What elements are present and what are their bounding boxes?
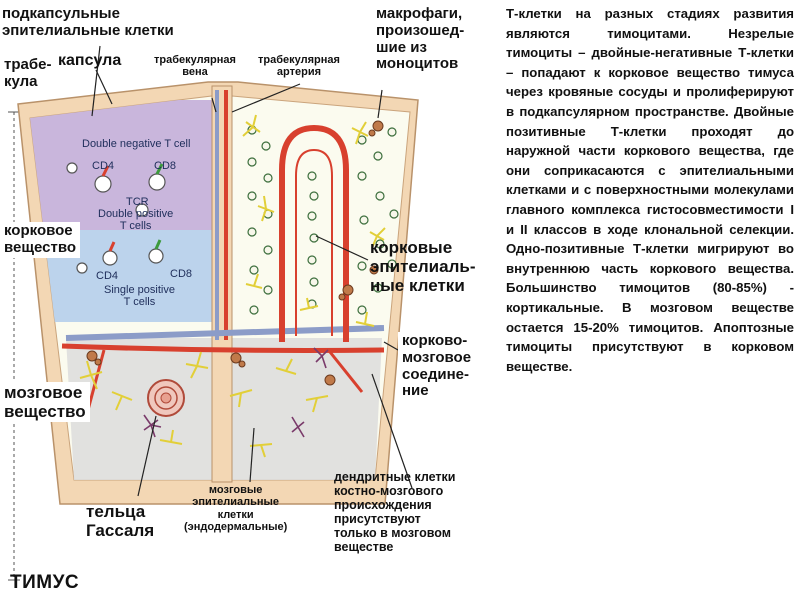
label-trabecular-vein: трабекулярная вена bbox=[154, 54, 236, 79]
macrophages-group bbox=[338, 120, 384, 301]
figure-label-double-positive: Double positive T cells bbox=[98, 208, 174, 233]
medullary-artery-1 bbox=[86, 349, 106, 411]
figure-label-cd4-bottom: CD4 bbox=[96, 270, 119, 282]
label-trabecula: трабе- кула bbox=[0, 56, 56, 92]
figure-label-double-negative: Double negative T cell bbox=[82, 138, 191, 150]
medullary-epithelial-cells bbox=[79, 351, 329, 458]
label-cortical-epithelial-cells: корковые эпителиаль- ные клетки bbox=[370, 238, 476, 296]
cortical-artery-loop bbox=[279, 124, 349, 342]
label-subcapsular-epithelial-cells: подкапсульные эпителиальные клетки bbox=[2, 5, 174, 39]
medullary-macrophages bbox=[86, 350, 336, 386]
double-positive-cells bbox=[66, 162, 166, 217]
cortical-epithelial-cells bbox=[242, 114, 386, 327]
label-corticomedullary-junction: корково- мозговое соедине- ние bbox=[398, 332, 476, 402]
cortical-artery-inner bbox=[295, 148, 333, 336]
hassall-corpuscle bbox=[147, 379, 185, 417]
figure-label-cd4-top: CD4 bbox=[92, 160, 115, 172]
callout-lines bbox=[91, 45, 413, 497]
single-positive-cells bbox=[76, 248, 164, 274]
receptor-markers bbox=[101, 163, 164, 252]
figure-label-single-positive: Single positive T cells bbox=[104, 284, 175, 309]
figure-label-tcr: TCR bbox=[126, 196, 149, 208]
double-negative-zone bbox=[30, 100, 212, 230]
label-trabecular-artery: трабекулярная артерия bbox=[258, 54, 340, 79]
figure-label-cd8-top: CD8 bbox=[154, 160, 177, 172]
label-capsule: капсула bbox=[58, 52, 122, 69]
scale-bar bbox=[8, 111, 20, 581]
label-medulla: мозговое вещество bbox=[0, 382, 90, 423]
label-macrophages: макрофаги, произошед- шие из моноцитов bbox=[376, 5, 465, 73]
label-hassall-corpuscles: тельца Гассаля bbox=[86, 502, 155, 541]
figure-label-cd8-bottom: CD8 bbox=[170, 268, 193, 280]
label-dendritic-cells: дендритные клетки костно-мозгового проис… bbox=[334, 470, 456, 554]
dendritic-cells bbox=[143, 347, 329, 438]
medullary-artery-2 bbox=[328, 351, 364, 393]
label-medullary-epithelial-cells: мозговые эпителиальные клетки (эндодерма… bbox=[184, 484, 288, 533]
diagram-title: ТИМУС bbox=[10, 572, 80, 593]
label-cortex: корковое вещество bbox=[0, 222, 81, 258]
description-paragraph: Т-клетки на разных стадиях развития явля… bbox=[506, 6, 794, 374]
corticomedullary-artery bbox=[61, 343, 385, 353]
